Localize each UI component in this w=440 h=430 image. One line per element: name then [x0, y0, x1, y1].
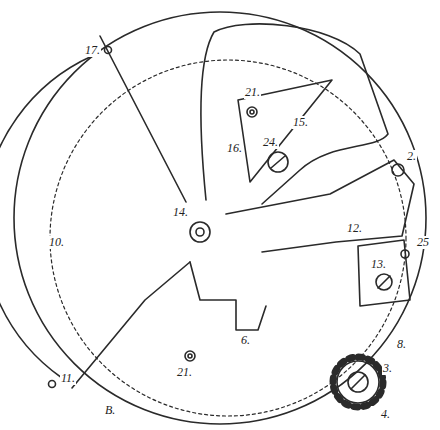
pivot-screw	[392, 164, 404, 176]
pillar-plate	[14, 12, 426, 424]
jewel-hole	[247, 107, 257, 117]
callout-number: 24.	[262, 136, 279, 149]
jewel-hole	[185, 351, 195, 361]
callout-number: 21.	[176, 366, 193, 379]
pin-hole	[105, 47, 112, 54]
callout-number: 12.	[346, 222, 363, 235]
lever-bridge	[226, 160, 414, 252]
callout-number: 10.	[48, 236, 65, 249]
barrel-circle	[50, 60, 406, 416]
bridge-edge	[72, 262, 190, 388]
callout-number: 21.	[244, 86, 261, 99]
callout-number: 17.	[84, 44, 101, 57]
jewel-hole	[188, 354, 192, 358]
click-screw	[376, 274, 392, 290]
callout-number: 25	[416, 236, 430, 249]
bridge-edge	[100, 36, 186, 202]
callout-number: 15.	[292, 116, 309, 129]
callout-number: 3.	[382, 362, 393, 375]
callout-number: 8.	[396, 338, 407, 351]
ratchet-wheel	[337, 361, 379, 403]
pin-hole	[401, 250, 409, 258]
ratchet-screw	[348, 372, 368, 392]
callout-number: B.	[104, 404, 116, 417]
balance-cock	[201, 24, 388, 204]
jewel-hole	[250, 110, 254, 114]
click-piece	[358, 240, 410, 306]
callout-number: 16.	[226, 142, 243, 155]
center-screw	[196, 228, 204, 236]
callout-number: 2.	[406, 150, 417, 163]
center-screw	[190, 222, 210, 242]
callout-number: 11.	[60, 372, 76, 385]
callout-number: 14.	[172, 206, 189, 219]
cock-slot	[238, 80, 332, 182]
callout-number: 4.	[380, 408, 391, 421]
regulator-screw	[268, 152, 288, 172]
callout-number: 13.	[370, 258, 387, 271]
screw-slot	[378, 276, 390, 288]
bridge-notch	[190, 262, 266, 330]
screw-slot	[271, 156, 285, 168]
ratchet-teeth	[333, 357, 383, 407]
screw-slot	[351, 375, 365, 389]
bridge-inner-edge	[0, 56, 92, 378]
callout-number: 6.	[240, 334, 251, 347]
pin-hole	[49, 381, 56, 388]
